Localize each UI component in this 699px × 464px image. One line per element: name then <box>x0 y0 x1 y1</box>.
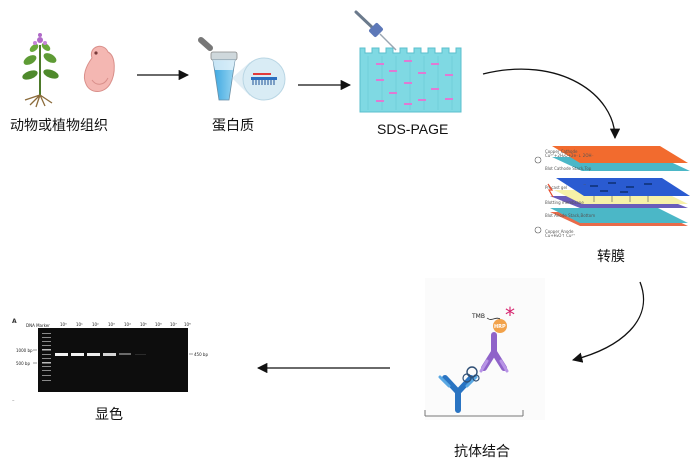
polarity-minus: − <box>583 182 586 187</box>
gel-bands <box>55 353 146 356</box>
hrp-label: HRP <box>494 324 506 330</box>
layer-label: Blot Anode Stack,Bottom <box>545 213 595 218</box>
arrow-3 <box>482 68 621 140</box>
step-label-transfer: 转膜 <box>597 249 625 265</box>
lane-label: 10¹ <box>76 322 83 327</box>
hrp-enzyme-icon <box>493 319 507 333</box>
lane-label: 10⁰ <box>60 322 67 327</box>
secondary-antibody-icon <box>479 332 509 373</box>
panel-letter: A <box>12 318 17 325</box>
step-label-protein: 蛋白质 <box>212 118 254 134</box>
lane-label: 10³ <box>108 322 115 327</box>
layer-label: Blot Cathode Stack,Top <box>545 166 592 171</box>
step-label-source: 动物或植物组织 <box>10 118 108 134</box>
antigen-icon <box>462 366 480 383</box>
plant-icon <box>22 33 59 108</box>
dna-ladder <box>42 333 51 381</box>
marker-500bp: 500 bp <box>16 361 30 366</box>
anode-symbol <box>534 226 542 234</box>
step-label-sds-page: SDS-PAGE <box>377 121 449 137</box>
primary-antibody-icon <box>438 375 478 413</box>
step-label-display: 显色 <box>95 407 123 423</box>
lightning-icon <box>547 183 554 198</box>
transfer-layer-labels: Copper Cathode Cu²⁺+2H₂O+2e⁻↓ 2OH⁻ Blot … <box>545 149 595 238</box>
panel-dash: – <box>12 398 15 404</box>
embryo-icon <box>83 45 115 92</box>
eppendorf-tube-icon <box>198 37 238 101</box>
layer-label: Copper Cathode <box>545 149 578 154</box>
tmb-link <box>486 317 501 320</box>
cathode-symbol <box>534 156 542 164</box>
layer-sublabel: Cu+H₂O↑ Cu²⁺ <box>545 233 575 238</box>
antibody-panel <box>424 278 545 420</box>
step-label-antibody: 抗体结合 <box>454 444 510 460</box>
pipette-icon <box>354 10 397 51</box>
transfer-sandwich-icon: − <box>550 146 690 226</box>
marker-450bp: 450 bp <box>194 352 208 357</box>
gel-image <box>38 328 188 392</box>
signal-star-icon: * <box>505 303 515 327</box>
marker-title: DNA Marker <box>26 323 50 328</box>
lane-label: 10² <box>92 322 99 327</box>
marker-ticks <box>33 349 37 364</box>
gel-lane-labels: 10⁰ 10¹ 10² 10³ 10⁴ 10⁵ 10⁶ 10⁷ 10⁸ <box>60 322 191 327</box>
magnifier-icon <box>232 57 286 101</box>
layer-label: Copper Anode <box>545 229 574 234</box>
arrow-4 <box>571 281 645 363</box>
lane-label: 10⁷ <box>170 322 177 327</box>
marker-1000bp: 1000 bp <box>16 348 33 353</box>
lane-label: 10⁸ <box>184 322 191 327</box>
layer-label: Blotting membrane <box>545 200 584 205</box>
layer-label: Precast gel <box>545 185 567 190</box>
sds-page-gel-icon <box>359 47 462 113</box>
tmb-label: TMB <box>471 313 485 320</box>
layer-sublabel: Cu²⁺+2H₂O+2e⁻↓ 2OH⁻ <box>545 153 594 158</box>
lane-label: 10⁶ <box>155 322 162 327</box>
lane-label: 10⁵ <box>140 322 147 327</box>
lane-label: 10⁴ <box>124 322 131 327</box>
